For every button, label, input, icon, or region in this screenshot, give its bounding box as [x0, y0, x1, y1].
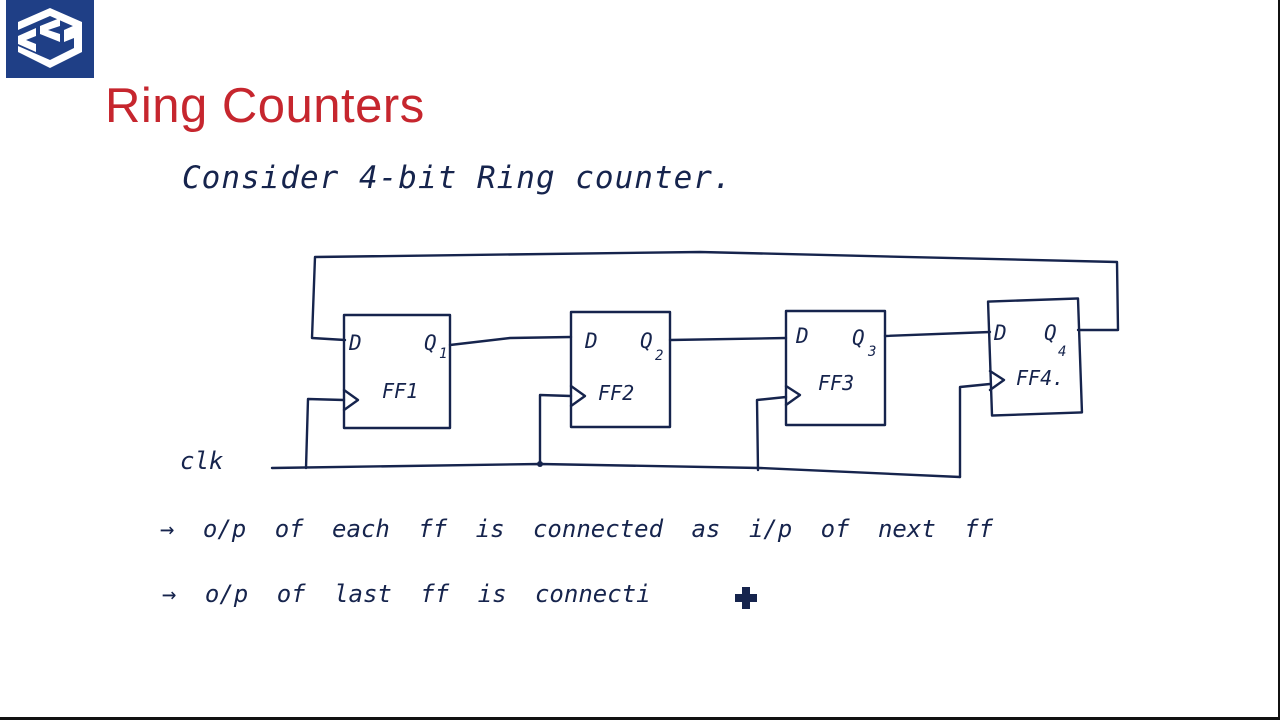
ff2-q-label: Q: [640, 329, 653, 353]
screen-edge-right: [1278, 0, 1280, 720]
clk-ff2-wire: [538, 393, 573, 466]
clock-label: clk: [180, 447, 224, 475]
q1-d2-wire: [448, 335, 573, 347]
ff4-box: [986, 297, 1084, 417]
ff3-q-label: Q: [852, 326, 865, 350]
ff3-clock-triangle: [784, 384, 802, 407]
ff1-q-label: Q: [424, 331, 437, 355]
clock-bus: [270, 462, 962, 479]
ff2-clock-triangle: [569, 384, 587, 408]
ff4-d-label: D: [993, 321, 1007, 345]
ff3-box: [784, 309, 887, 427]
ff4-clock-triangle: [988, 369, 1006, 392]
junction-dot: [537, 461, 543, 467]
q3-d4-wire: [883, 330, 992, 338]
screen-edge-bottom: [0, 717, 1280, 720]
ff1-clock-triangle: [342, 388, 360, 412]
cursor-icon: [735, 587, 757, 609]
ff2-q-sub: 2: [655, 348, 663, 364]
ff2-d-label: D: [584, 329, 598, 353]
ff3-q-sub: 3: [867, 344, 876, 360]
feedback-wire: [310, 250, 1120, 342]
ff1-box: [342, 313, 452, 430]
q2-d3-wire: [668, 336, 788, 342]
ff4-q-label: Q: [1044, 321, 1057, 345]
intro-text: Consider 4-bit Ring counter.: [182, 160, 733, 196]
clk-ff4-wire: [958, 382, 992, 479]
ff1-d-label: D: [348, 331, 362, 355]
slide-title: Ring Counters: [105, 79, 425, 133]
ff4-q-sub: 4: [1058, 344, 1066, 360]
ff1-name: FF1: [382, 379, 418, 403]
clk-ff3-wire: [755, 395, 788, 472]
ff4-name: FF4.: [1016, 366, 1064, 390]
ff2-name: FF2: [598, 381, 634, 405]
ff1-q-sub: 1: [439, 346, 447, 362]
brand-logo-icon: [6, 0, 94, 78]
bullet-1: → o/p of each ff is connected as i/p of …: [160, 515, 994, 543]
bullet-2: → o/p of last ff is connecti: [162, 580, 651, 608]
ff2-box: [569, 310, 672, 429]
ff3-d-label: D: [795, 324, 809, 348]
clk-ff1-wire: [304, 397, 346, 470]
ff3-name: FF3: [818, 371, 854, 395]
